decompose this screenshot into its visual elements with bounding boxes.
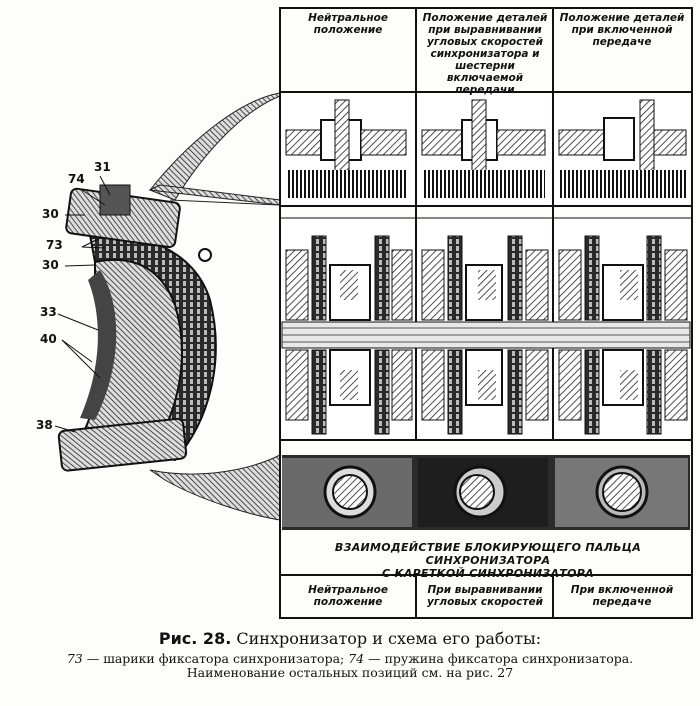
figure-label: Рис. 28. (158, 629, 232, 648)
callout-73: 73 (46, 238, 63, 252)
photo-strip (282, 455, 690, 530)
figure-title: Синхронизатор и схема его работы: (236, 629, 542, 648)
legend-number-73: 73 (66, 651, 83, 666)
synchronizer-illustration (54, 7, 693, 619)
middle-section-row (281, 220, 691, 438)
callout-38: 38 (36, 418, 53, 432)
column-footer-engaged: При включенной передаче (570, 584, 674, 608)
column-header-engaged: Положение деталей при включенной передач… (559, 12, 685, 48)
top-section-row (282, 94, 690, 204)
connector-fan-bottom (149, 454, 281, 521)
legend-line-1: 73 — шарики фиксатора синхронизатора; 74… (20, 652, 680, 666)
callout-40: 40 (40, 332, 57, 346)
figure-28: Нейтральное положение Положение деталей … (36, 7, 694, 619)
strip-title-line2: С КАРЕТКОЙ СИНХРОНИЗАТОРА (382, 567, 594, 580)
connector-fan-top (148, 92, 281, 206)
column-header-neutral: Нейтральное положение (308, 12, 388, 36)
diagram-frame (279, 7, 693, 619)
legend-desc-73: — шарики фиксатора синхронизатора; (82, 651, 349, 666)
column-header-equalizing: Положение деталей при выравнивании углов… (422, 12, 548, 96)
callout-74: 74 (68, 172, 85, 186)
figure-caption-legend: 73 — шарики фиксатора синхронизатора; 74… (20, 652, 680, 680)
strip-title: ВЗАИМОДЕЙСТВИЕ БЛОКИРУЮЩЕГО ПАЛЬЦА СИНХР… (282, 541, 694, 580)
callout-30-bottom: 30 (42, 258, 59, 272)
column-footer-equalizing: При выравнивании угловых скоростей (427, 584, 543, 608)
callout-31: 31 (94, 160, 111, 174)
legend-number-74: 74 (348, 651, 365, 666)
callout-33: 33 (40, 305, 57, 319)
strip-title-line1: ВЗАИМОДЕЙСТВИЕ БЛОКИРУЮЩЕГО ПАЛЬЦА СИНХР… (334, 541, 642, 567)
synchronizer-assembly (54, 175, 217, 472)
callout-30-top: 30 (42, 207, 59, 221)
column-footer-neutral: Нейтральное положение (308, 584, 388, 608)
legend-line-2: Наименование остальных позиций см. на ри… (186, 665, 514, 680)
figure-caption-title: Рис. 28. Синхронизатор и схема его работ… (0, 629, 700, 648)
legend-desc-74: — пружина фиксатора синхронизатора. (364, 651, 634, 666)
